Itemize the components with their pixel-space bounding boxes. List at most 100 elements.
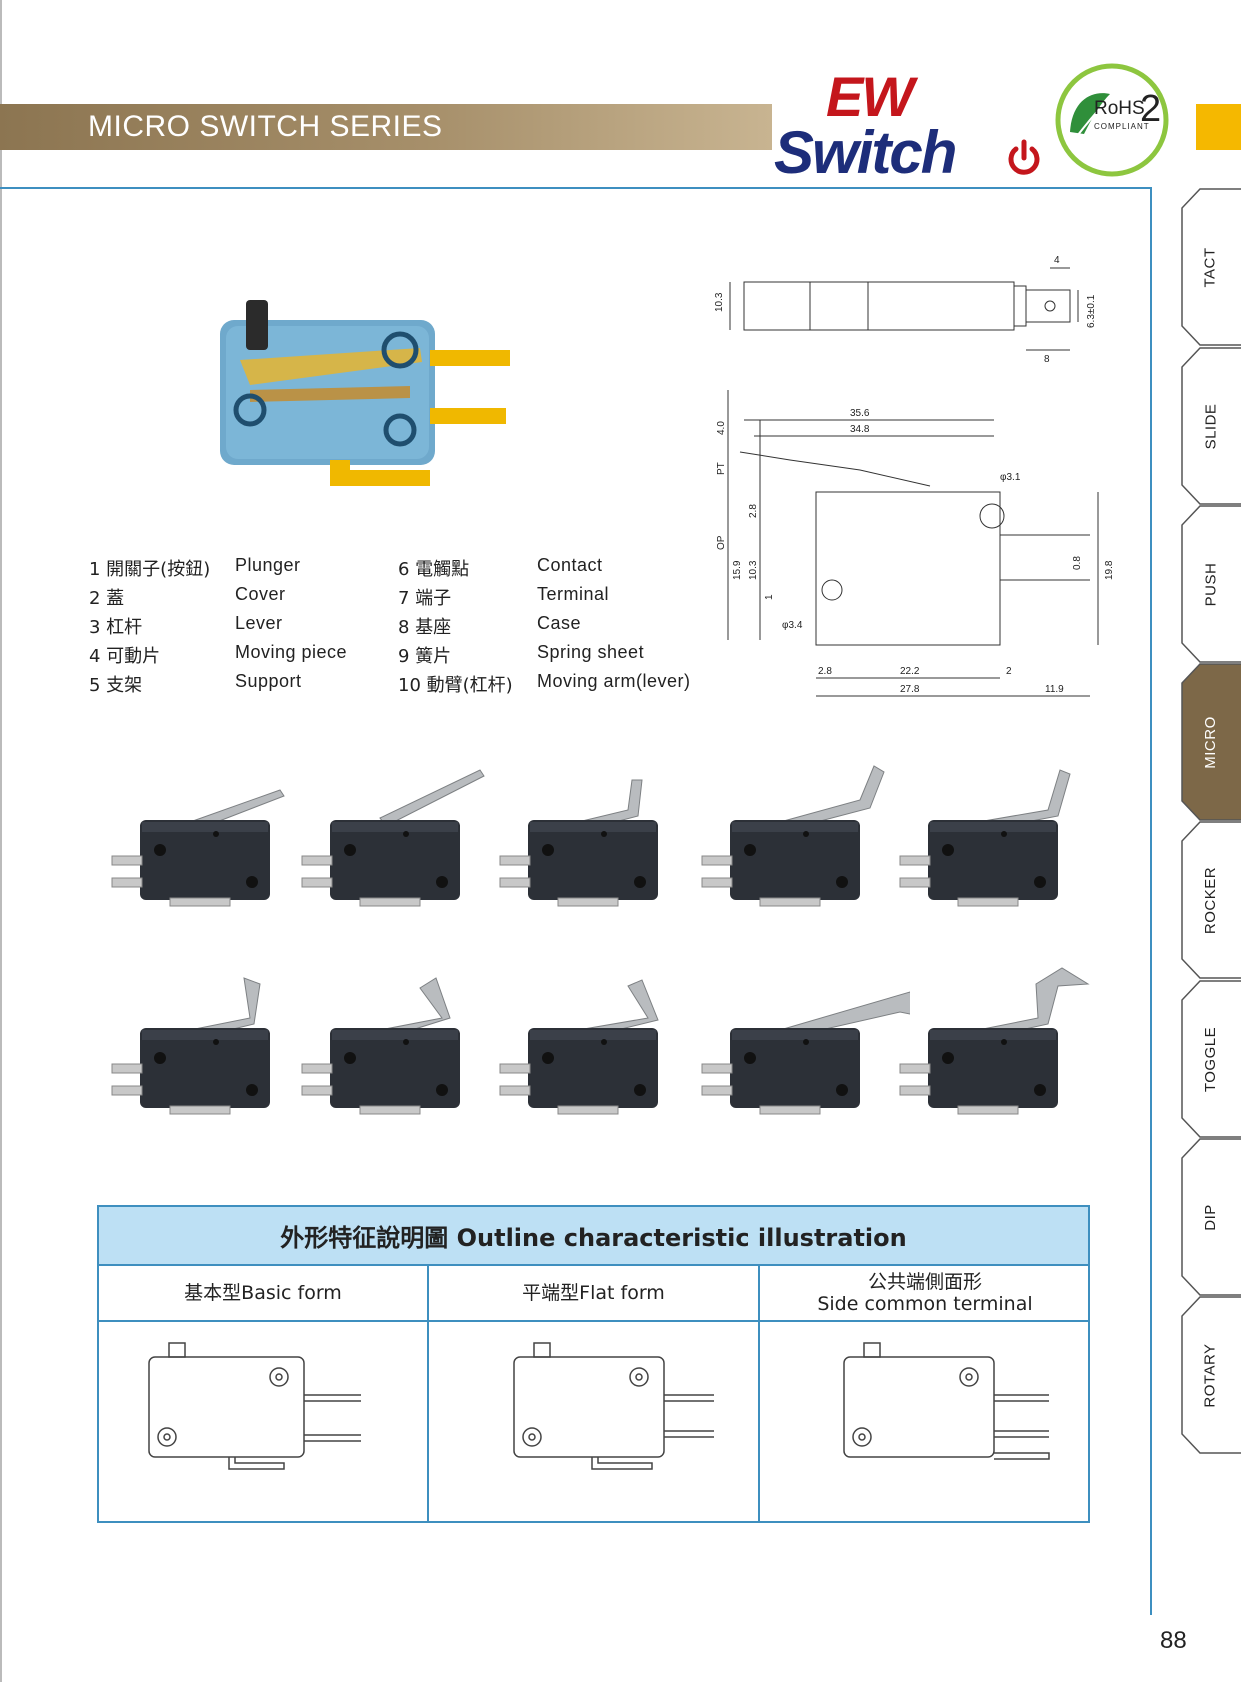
basic-form-drawing	[148, 1342, 361, 1470]
header-accent-tab	[1196, 104, 1241, 150]
tab-shape	[1181, 663, 1241, 821]
dim-phi31: φ3.1	[1000, 472, 1021, 483]
col-head-side-en: Side common terminal	[817, 1293, 1033, 1315]
dim-b1: 2.8	[818, 666, 832, 677]
tab-micro[interactable]: MICRO	[1180, 663, 1241, 821]
tab-label-wrap: ROTARY	[1180, 1296, 1241, 1454]
part-en: Contact	[537, 555, 603, 575]
part-en: Lever	[235, 613, 283, 633]
dim-top-tab-width: 4	[1054, 255, 1060, 266]
cutaway-illustration	[220, 300, 510, 486]
column-divider	[758, 1266, 760, 1523]
page-number: 88	[1160, 1627, 1187, 1654]
tab-label: TACT	[1202, 246, 1219, 288]
col-head-flat: 平端型Flat form	[522, 1282, 665, 1304]
part-en: Cover	[235, 584, 286, 604]
dim-d3: 10.3	[748, 560, 759, 580]
part-zh: 5 支架	[89, 675, 143, 696]
side-rule	[1150, 187, 1152, 1615]
part-en: Case	[537, 613, 582, 633]
tab-label-wrap: PUSH	[1180, 505, 1241, 663]
dimension-drawing: 10.3 4 6.3±0.1 8 35.6 34.8 PT 4.0 OP 2.8…	[714, 255, 1115, 697]
tab-shape	[1181, 980, 1241, 1138]
part-zh: 9 簧片	[398, 646, 452, 667]
part-zh: 3 杠杆	[89, 617, 143, 638]
micro-switch-photo	[301, 769, 485, 907]
tab-push[interactable]: PUSH	[1180, 505, 1241, 663]
tab-shape	[1181, 1138, 1241, 1296]
dim-d4: 1	[764, 594, 775, 600]
tab-label: ROCKER	[1202, 866, 1219, 934]
tab-dip[interactable]: DIP	[1180, 1138, 1241, 1296]
micro-switch-photo	[499, 779, 658, 907]
dim-op-label: OP	[716, 535, 727, 550]
micro-switch-photo	[301, 977, 460, 1115]
dim-overall-1: 35.6	[850, 408, 870, 419]
series-header-band	[0, 104, 772, 150]
tab-label-wrap: ROCKER	[1180, 821, 1241, 979]
power-icon	[1008, 139, 1040, 175]
micro-switch-photo	[899, 967, 1090, 1115]
rohs-label: RoHS	[1094, 98, 1145, 119]
side-common-drawing	[843, 1342, 1050, 1460]
rohs-leaf-icon	[1055, 63, 1169, 177]
tab-label-wrap: MICRO	[1180, 663, 1241, 821]
tab-rocker[interactable]: ROCKER	[1180, 821, 1241, 979]
tab-tact[interactable]: TACT	[1180, 188, 1241, 346]
col-head-side-zh: 公共端側面形	[867, 1271, 982, 1293]
part-en: Terminal	[537, 584, 610, 604]
col-head-basic: 基本型Basic form	[184, 1282, 342, 1304]
tab-label-wrap: TOGGLE	[1180, 980, 1241, 1138]
header-rule	[0, 187, 1150, 189]
micro-switch-photo	[111, 789, 285, 907]
dim-d1: 2.8	[748, 504, 759, 518]
tab-shape	[1181, 821, 1241, 979]
rohs2-badge: RoHS 2 COMPLIANT	[1052, 60, 1172, 180]
tab-slide[interactable]: SLIDE	[1180, 347, 1241, 505]
flat-form-drawing	[513, 1342, 714, 1470]
row-divider	[99, 1320, 1088, 1322]
tab-shape	[1181, 188, 1241, 346]
tab-rotary[interactable]: ROTARY	[1180, 1296, 1241, 1454]
dim-top-tab-len: 8	[1044, 354, 1050, 365]
brand-logo-switch: Switch	[774, 119, 957, 186]
tab-toggle[interactable]: TOGGLE	[1180, 980, 1241, 1138]
outline-title: 外形特征說明圖 Outline characteristic illustrat…	[99, 1207, 1088, 1266]
part-en: Moving piece	[235, 642, 348, 662]
rohs-number: 2	[1140, 88, 1162, 130]
part-en: Spring sheet	[537, 642, 645, 662]
micro-switch-photo	[111, 977, 270, 1115]
dim-d2: 15.9	[732, 560, 743, 580]
dim-b4: 27.8	[900, 684, 920, 695]
tab-shape	[1181, 347, 1241, 505]
micro-switch-photo	[701, 765, 885, 907]
micro-switch-photo	[701, 991, 910, 1115]
dim-phi34: φ3.4	[782, 620, 803, 631]
part-en: Moving arm(lever)	[537, 671, 691, 691]
tab-label: ROTARY	[1202, 1342, 1219, 1408]
micro-switch-photo	[499, 979, 659, 1115]
dim-gap: 0.8	[1072, 556, 1083, 570]
col-head-side: 公共端側面形 Side common terminal	[760, 1266, 1090, 1320]
series-title: MICRO SWITCH SERIES	[88, 110, 443, 143]
rohs-compliant: COMPLIANT	[1094, 122, 1150, 131]
dim-top-tab-height: 6.3±0.1	[1086, 294, 1097, 328]
part-en: Plunger	[235, 555, 301, 575]
dim-b5: 11.9	[1045, 684, 1064, 695]
part-zh: 2 蓋	[89, 588, 125, 609]
outline-table: 外形特征說明圖 Outline characteristic illustrat…	[97, 1205, 1090, 1523]
micro-switch-photo	[899, 769, 1071, 907]
tab-label: PUSH	[1202, 562, 1219, 606]
column-divider	[427, 1266, 429, 1523]
part-zh: 4 可動片	[89, 646, 161, 667]
tab-label-wrap: DIP	[1180, 1138, 1241, 1296]
dim-overall-2: 34.8	[850, 424, 870, 435]
tab-label: TOGGLE	[1202, 1026, 1219, 1092]
dim-b3: 2	[1006, 666, 1012, 677]
tab-shape	[1181, 505, 1241, 663]
tab-label-wrap: TACT	[1180, 188, 1241, 346]
tab-label: SLIDE	[1201, 403, 1219, 449]
part-zh: 1 開關子(按鈕)	[89, 559, 211, 580]
dim-height: 19.8	[1104, 560, 1115, 580]
brand-logo-ew: EW	[826, 65, 914, 128]
